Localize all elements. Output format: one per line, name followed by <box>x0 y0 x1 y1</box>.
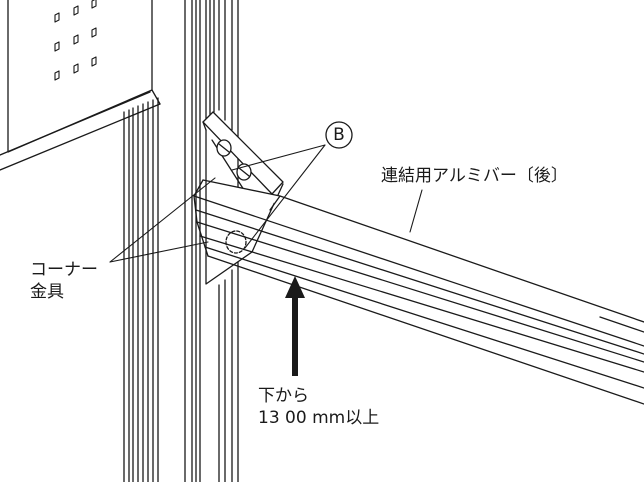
center-post <box>184 0 239 482</box>
corner-bracket <box>202 111 284 285</box>
rear-bar-label: 連結用アルミバー〔後〕 <box>381 166 568 186</box>
marker-b-circle <box>325 121 353 149</box>
height-label-line1: 下から <box>258 386 309 406</box>
marker-b-label: B <box>333 125 345 145</box>
perforated-panel <box>0 0 161 171</box>
corner-bracket-label-line1: コーナー <box>30 260 98 280</box>
corner-bracket-label-line2: 金具 <box>30 282 64 302</box>
hidden-bolt-outline <box>225 230 247 254</box>
vent-holes <box>54 0 97 81</box>
leader-lines <box>109 144 423 263</box>
rear-aluminum-bar <box>193 179 644 405</box>
up-arrow-icon <box>285 276 305 376</box>
height-label-line2: 13 00 mm以上 <box>258 408 380 428</box>
bolt-upper <box>216 139 232 157</box>
left-post <box>123 97 159 482</box>
